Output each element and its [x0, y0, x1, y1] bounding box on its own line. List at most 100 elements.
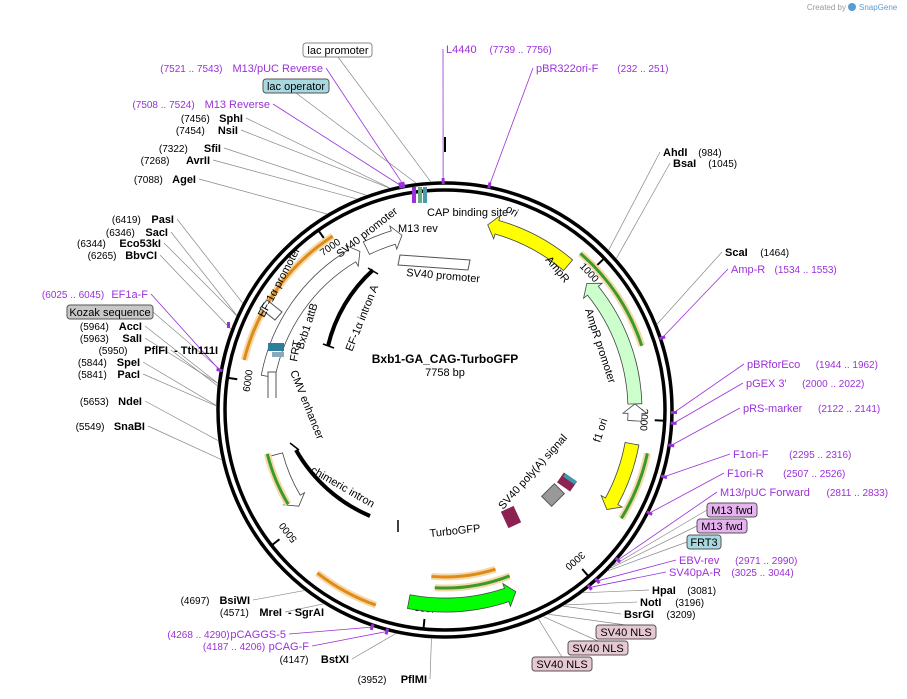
enzyme-label[interactable]: AgeI: [172, 174, 196, 186]
enzyme-label-extra[interactable]: - Tth111I: [174, 345, 218, 357]
leader-lines: [142, 56, 723, 680]
primer-label[interactable]: M13/pUC Reverse: [233, 63, 323, 75]
enzyme-leader: [147, 425, 222, 460]
feature-ampr-promoter[interactable]: [621, 403, 649, 422]
primer-label[interactable]: pGEX 3': [746, 378, 787, 390]
binding-arc: [579, 252, 644, 347]
primer-position: (2000 .. 2022): [802, 379, 864, 390]
enzyme-position: (6346): [106, 228, 135, 239]
primer-position: (2295 .. 2316): [789, 450, 851, 461]
primer-leader: [663, 453, 731, 478]
enzyme-label[interactable]: BstXI: [321, 654, 349, 666]
enzyme-position: (7088): [134, 175, 163, 186]
primer-label[interactable]: F1ori-R: [727, 468, 764, 480]
m13-fwd-box-2[interactable]: [696, 518, 748, 534]
ef1a-intron-label: EF-1α intron A: [344, 283, 382, 354]
enzyme-label[interactable]: MreI: [259, 607, 282, 619]
primer-label[interactable]: F1ori-F: [733, 449, 769, 461]
kozak-box[interactable]: [66, 304, 154, 320]
enzyme-label[interactable]: SphI: [219, 113, 243, 125]
primer-leader: [150, 293, 220, 371]
backbone-outer-strand: [216, 181, 674, 639]
feature-ori[interactable]: [487, 214, 574, 272]
primer-label[interactable]: pRS-marker: [743, 403, 803, 415]
enzyme-label[interactable]: PflMI: [401, 674, 427, 686]
lac-promoter-box[interactable]: [302, 42, 373, 58]
enzyme-label[interactable]: BsaI: [673, 158, 696, 170]
enzyme-leader: [656, 251, 723, 325]
enzyme-label[interactable]: BsrGI: [624, 609, 654, 621]
feature-sv40-promoter[interactable]: [362, 225, 403, 255]
enzyme-label[interactable]: NdeI: [118, 396, 142, 408]
primer-label[interactable]: EBV-rev: [679, 555, 720, 567]
enzyme-label[interactable]: AhdI: [663, 147, 687, 159]
feature-f1-ori[interactable]: [600, 442, 640, 510]
sv40-promoter-inner: [397, 254, 471, 271]
primer-label[interactable]: pBR322ori-F: [536, 63, 599, 75]
primer-position: (7508 .. 7524): [132, 100, 194, 111]
binding-arc: [434, 574, 511, 590]
primer-label[interactable]: EF1a-F: [111, 289, 148, 301]
sv40-nls-label-3: SV40 NLS: [536, 659, 587, 671]
enzyme-label[interactable]: SpeI: [117, 357, 140, 369]
watermark-prefix: Created by: [807, 3, 846, 12]
enzyme-label[interactable]: PacI: [117, 369, 140, 381]
feature-leader: [548, 613, 627, 626]
enzyme-leader: [163, 242, 237, 316]
sv40-nls-box-2[interactable]: [567, 640, 629, 656]
backbone-inner-strand: [223, 188, 667, 632]
primer-label[interactable]: L4440: [446, 44, 477, 56]
enzyme-label[interactable]: AccI: [119, 321, 142, 333]
plasmid-size: 7758 bp: [425, 367, 465, 379]
primer-position: (4268 .. 4290): [167, 630, 229, 641]
enzyme-label[interactable]: ScaI: [725, 247, 748, 259]
primer-position: (7521 .. 7543): [160, 64, 222, 75]
m13-fwd-label-1: M13 fwd: [711, 505, 753, 517]
enzyme-leader: [159, 254, 232, 330]
sv40-nls-box-3[interactable]: [531, 656, 593, 672]
primer-label[interactable]: Amp-R: [731, 264, 765, 276]
primer-label[interactable]: pCAGGS-5: [230, 629, 286, 641]
enzyme-label[interactable]: HpaI: [652, 585, 676, 597]
enzyme-label[interactable]: BbvCI: [125, 250, 157, 262]
lac-operator-mark: [423, 187, 427, 203]
primer-site-mark: [384, 628, 390, 635]
feature-leader: [543, 616, 599, 642]
feature-ampr[interactable]: [582, 282, 643, 405]
enzyme-label[interactable]: SalI: [122, 333, 142, 345]
lac-operator-box[interactable]: [262, 78, 330, 94]
enzyme-label-extra[interactable]: - SgrAI: [288, 607, 324, 619]
enzyme-label[interactable]: PasI: [151, 214, 174, 226]
primer-leader: [489, 67, 534, 186]
turbogfp-label: TurboGFP: [429, 523, 481, 540]
enzyme-leader: [582, 589, 650, 594]
primer-label[interactable]: pBRforEco: [747, 359, 800, 371]
feature-ef-1a-promoter[interactable]: [260, 244, 361, 379]
feature-turbogfp[interactable]: [406, 582, 517, 613]
primer-label[interactable]: M13/pUC Forward: [720, 487, 810, 499]
tick-mark: [422, 618, 426, 630]
enzyme-label[interactable]: AvrII: [186, 155, 210, 167]
enzyme-label[interactable]: PflFI: [144, 345, 168, 357]
enzyme-label[interactable]: Eco53kI: [119, 238, 161, 250]
enzyme-label[interactable]: SacI: [145, 227, 168, 239]
primer-label[interactable]: SV40pA-R: [669, 567, 721, 579]
enzyme-position: (7322): [159, 144, 188, 155]
primer-position: (2122 .. 2141): [818, 404, 880, 415]
enzyme-label[interactable]: SfiI: [204, 143, 221, 155]
primer-label[interactable]: pCAG-F: [269, 641, 310, 653]
enzyme-label[interactable]: NsiI: [218, 125, 238, 137]
sv40-nls-box-1[interactable]: [595, 624, 657, 640]
frt3-box[interactable]: [686, 534, 722, 550]
primer-site-mark: [594, 577, 601, 585]
enzyme-label[interactable]: BsiWI: [219, 595, 250, 607]
enzyme-label[interactable]: NotI: [640, 597, 661, 609]
primer-leader: [671, 407, 741, 446]
cap-site-mark: [418, 187, 422, 203]
primer-label[interactable]: M13 Reverse: [205, 99, 270, 111]
primer-leader: [597, 559, 677, 582]
enzyme-label[interactable]: SnaBI: [114, 421, 145, 433]
sv40-nls-label-2: SV40 NLS: [572, 643, 623, 655]
m13-fwd-box-1[interactable]: [706, 502, 758, 518]
